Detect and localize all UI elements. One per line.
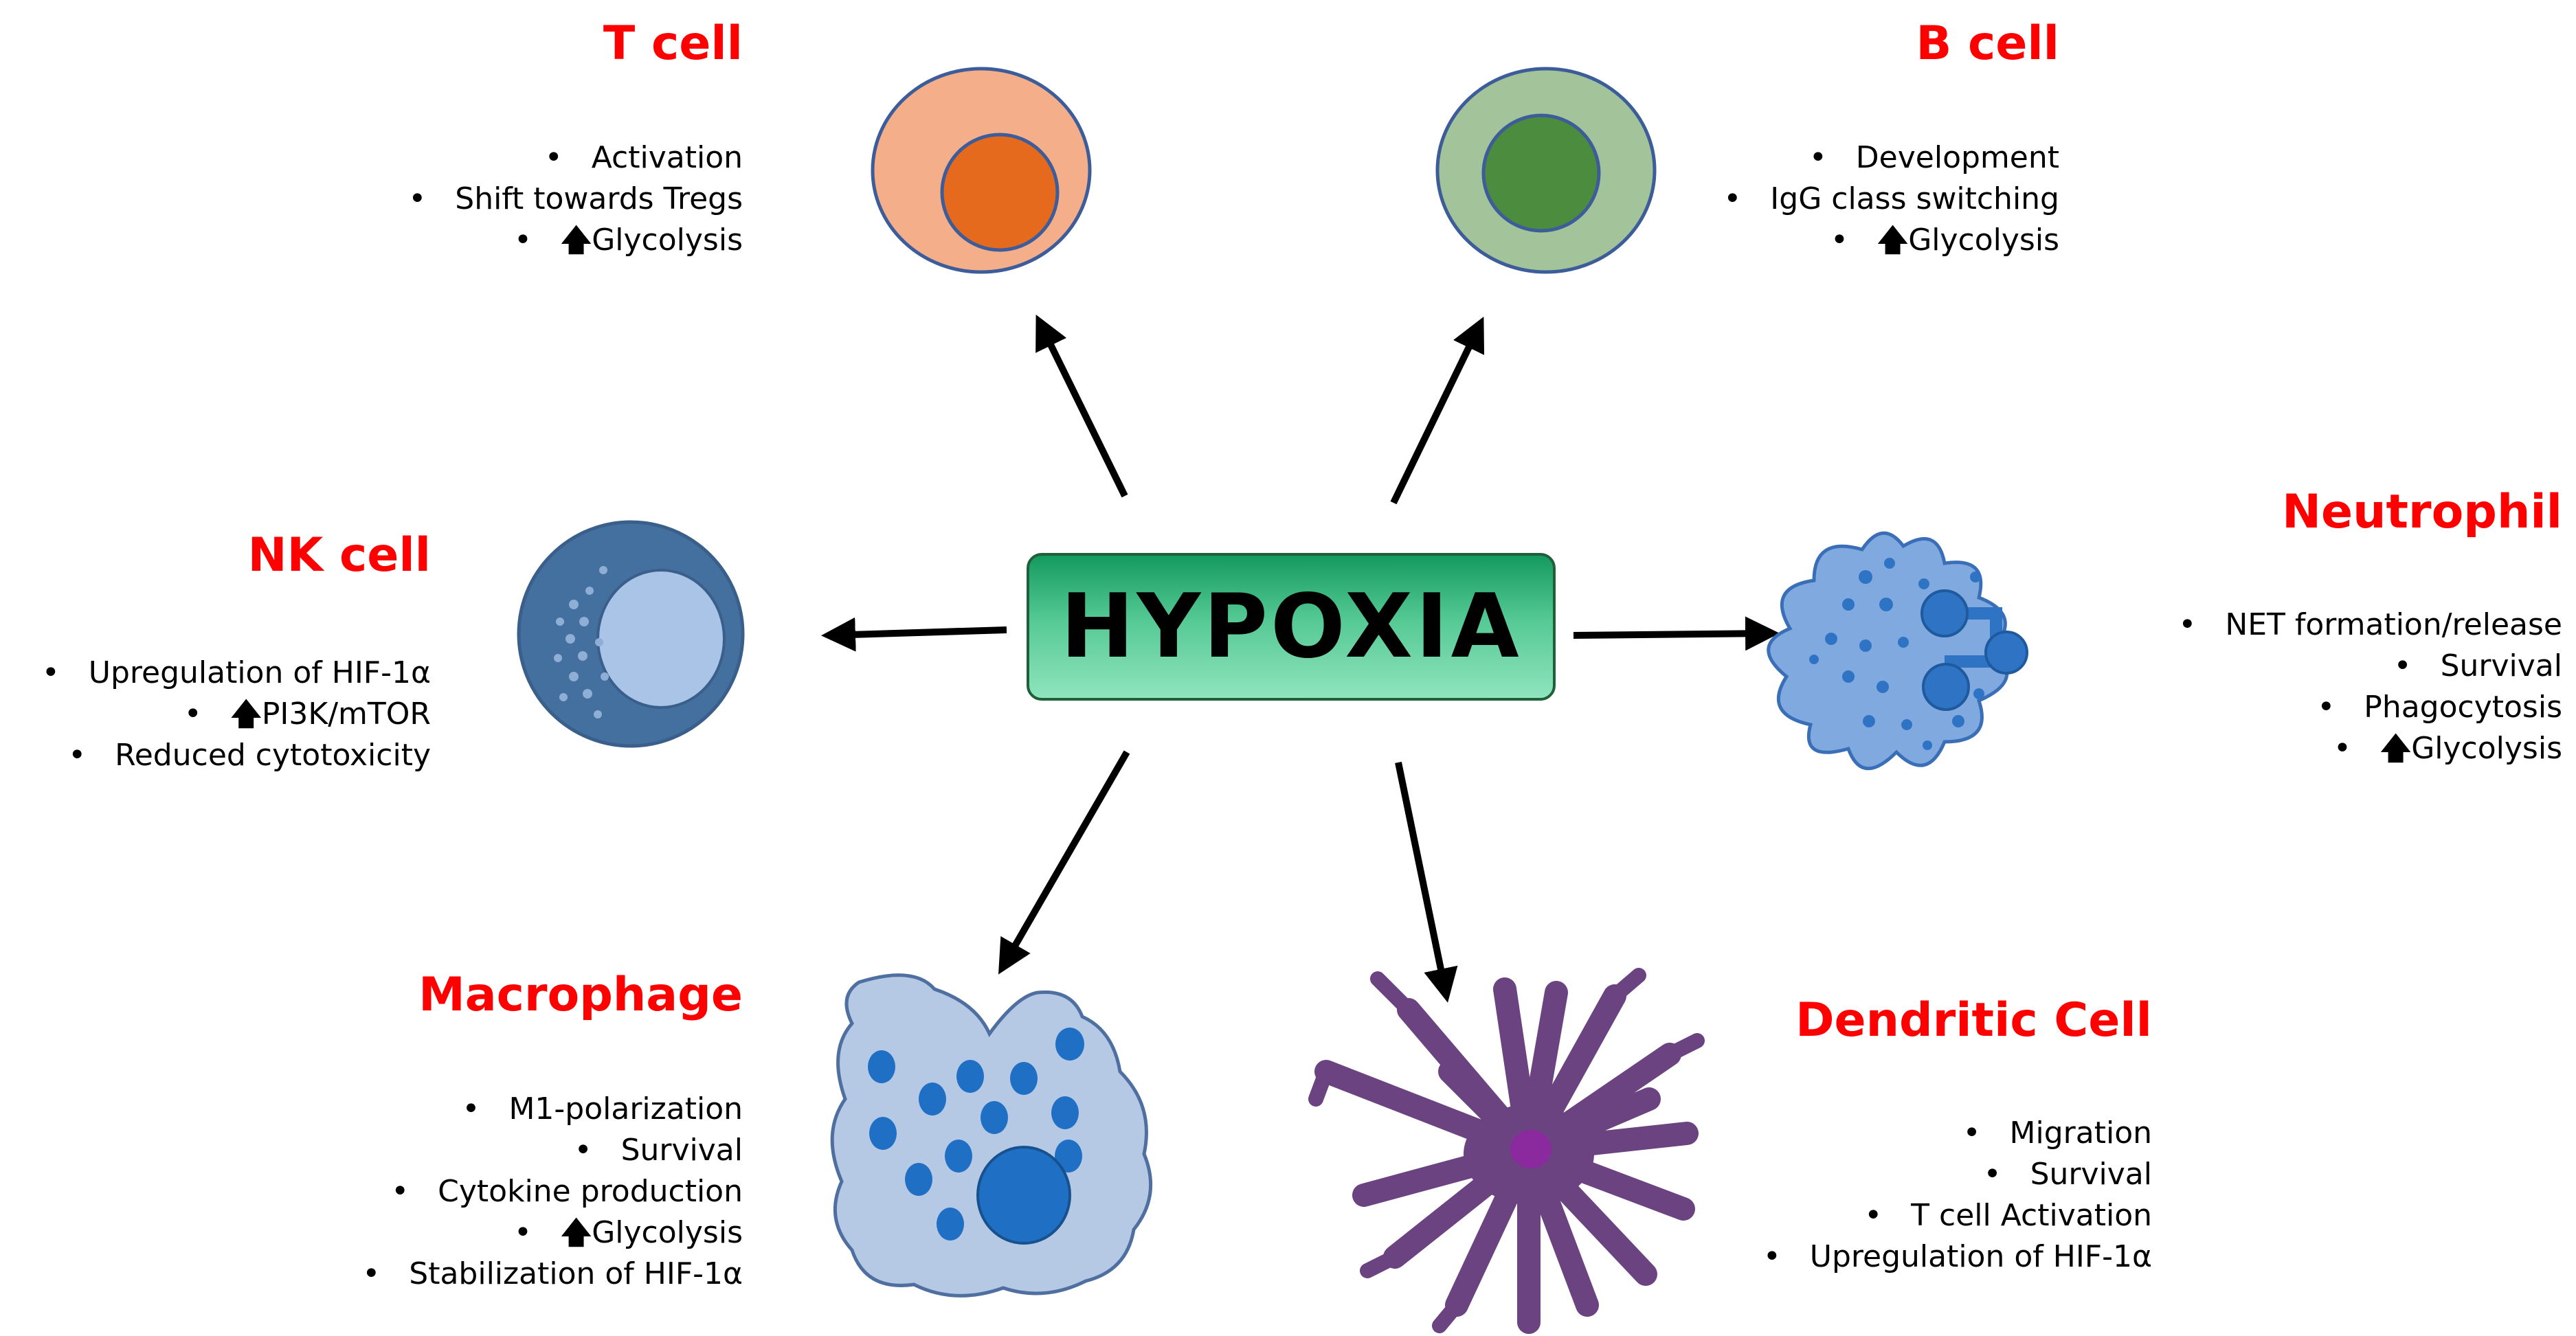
list-item: 🡅Glycolysis — [362, 1212, 743, 1254]
arrow-to-neutrophil — [1573, 616, 1780, 651]
dendritic-cell-effects: Migration Survival T cell Activation Upr… — [1763, 1113, 2152, 1278]
arrow-to-t-cell — [1035, 315, 1128, 498]
macrophage-title: Macrophage — [418, 968, 743, 1022]
list-item: Upregulation of HIF-1α — [42, 653, 431, 694]
list-item: 🡅PI3K/mTOR — [42, 694, 431, 735]
hypoxia-box: HYPOXIA — [1027, 553, 1556, 701]
list-item: Survival — [1763, 1154, 2152, 1195]
macrophage-icon — [830, 973, 1153, 1298]
list-item: T cell Activation — [1763, 1195, 2152, 1236]
t-cell-icon — [871, 67, 1092, 274]
arrow-to-dendritic-cell — [1395, 761, 1458, 1003]
dendritic-cell-title: Dendritic Cell — [1795, 993, 2152, 1048]
list-item: Migration — [1763, 1113, 2152, 1154]
list-item: 🡅Glycolysis — [1723, 220, 2059, 261]
list-item: Survival — [2178, 646, 2562, 687]
b-cell-title: B cell — [1916, 16, 2059, 71]
up-arrow-icon: 🡅 — [560, 223, 592, 258]
up-arrow-icon: 🡅 — [560, 1215, 592, 1250]
list-item: Cytokine production — [362, 1171, 743, 1212]
b-cell-icon — [1435, 67, 1657, 274]
neutrophil-icon — [1767, 531, 2028, 771]
list-item: Stabilization of HIF-1α — [362, 1254, 743, 1295]
list-item: Upregulation of HIF-1α — [1763, 1236, 2152, 1278]
list-item: Activation — [408, 137, 743, 179]
list-item: Phagocytosis — [2178, 687, 2562, 728]
list-item: 🡅Glycolysis — [2178, 728, 2562, 769]
arrow-to-nk-cell — [821, 617, 1007, 652]
nk-cell-icon — [517, 520, 745, 748]
hypoxia-label: HYPOXIA — [1060, 576, 1522, 678]
up-arrow-icon: 🡅 — [1877, 223, 1909, 258]
list-item: Shift towards Tregs — [408, 179, 743, 220]
nk-cell-effects: Upregulation of HIF-1α 🡅PI3K/mTOR Reduce… — [42, 653, 431, 776]
t-cell-title: T cell — [603, 16, 743, 71]
list-item: M1-polarization — [362, 1089, 743, 1130]
neutrophil-effects: NET formation/release Survival Phagocyto… — [2178, 604, 2562, 769]
arrow-to-macrophage — [998, 750, 1130, 975]
arrow-to-b-cell — [1390, 317, 1485, 505]
list-item: IgG class switching — [1723, 179, 2059, 220]
list-item: Survival — [362, 1130, 743, 1171]
neutrophil-title: Neutrophil — [2282, 485, 2562, 539]
list-item: Development — [1723, 137, 2059, 179]
macrophage-effects: M1-polarization Survival Cytokine produc… — [362, 1089, 743, 1295]
t-cell-effects: Activation Shift towards Tregs 🡅Glycolys… — [408, 137, 743, 261]
dendritic-cell-icon — [1308, 968, 1705, 1334]
list-item: Reduced cytotoxicity — [42, 735, 431, 776]
list-item: 🡅Glycolysis — [408, 220, 743, 261]
b-cell-effects: Development IgG class switching 🡅Glycoly… — [1723, 137, 2059, 261]
up-arrow-icon: 🡅 — [230, 697, 262, 732]
nk-cell-title: NK cell — [247, 528, 431, 582]
list-item: NET formation/release — [2178, 604, 2562, 646]
up-arrow-icon: 🡅 — [2379, 731, 2412, 766]
